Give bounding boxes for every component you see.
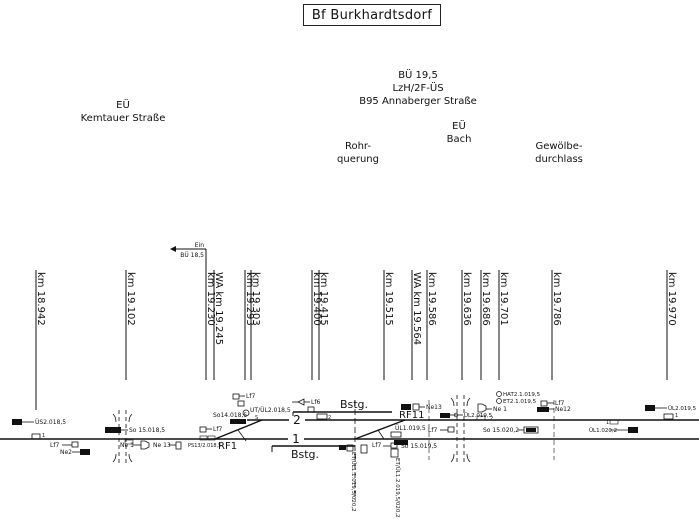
- station-title: Bf Burkhardtsdorf: [303, 4, 441, 26]
- signal-board-icon: [105, 427, 121, 433]
- structure-line: Rohr-: [344, 141, 372, 152]
- structure-gewoelbedurchlass: Gewölbe- durchlass: [535, 140, 583, 166]
- svg-text:1: 1: [675, 413, 678, 419]
- sign-lf7-a: Lf7: [50, 442, 59, 449]
- sign-us2: ÜS2.018,5: [35, 419, 66, 426]
- signal-board-icon: [12, 419, 22, 425]
- sign-ne12: Ne12: [555, 406, 571, 413]
- sign-et-ul2: ET/ÜL1.2.019,5/020,2: [394, 458, 401, 518]
- sign-lf7-b: Lf7: [213, 426, 222, 433]
- switch-rf1-diverge: [214, 419, 263, 440]
- svg-text:2: 2: [490, 416, 493, 422]
- structure-line: EÜ: [452, 121, 466, 132]
- svg-text:2: 2: [328, 415, 331, 421]
- km-marker-label: km 19.970: [666, 272, 677, 326]
- structure-rohrquerung: Rohr- querung: [337, 140, 379, 166]
- sign-ne2: Ne2: [60, 449, 72, 456]
- signals: ÜS2.018,5 1 So 15.018,5 Lf7 Ne2 Ne 1 Ne …: [12, 391, 697, 518]
- switch-rf11-diverge: [354, 419, 406, 440]
- km-marker-label: km 19.102: [125, 272, 136, 326]
- sign-ut-ul: UT/ÜL2.018,5: [250, 407, 291, 414]
- structure-line: EÜ: [116, 100, 130, 111]
- km-marker-label: km 19.303: [250, 272, 261, 326]
- km-marker-label: km 19.636: [461, 272, 472, 326]
- sign-so14: So14.018,5: [213, 412, 247, 419]
- sign-ne1-b: Ne 1: [493, 406, 507, 413]
- km-marker-label: WA km 19.245: [213, 272, 224, 345]
- structure-line: Kemtauer Straße: [80, 113, 166, 124]
- ein-marker: Ein BÜ 18,5: [170, 242, 207, 380]
- km-marker-label: km 19.415: [318, 272, 329, 326]
- structure-line: LzH/2F-ÜS: [392, 83, 444, 94]
- km-marker-label: km 18.942: [35, 272, 46, 326]
- km-marker-label: km 19.515: [383, 272, 394, 326]
- svg-text:1: 1: [42, 433, 45, 439]
- km-marker-label: km 19.400: [311, 272, 322, 326]
- km-marker-label: km 19.701: [498, 272, 509, 326]
- sign-lf7-f: Lf7: [428, 427, 437, 434]
- structure-line: BÜ 19,5: [398, 70, 438, 81]
- sign-ul1: ÜL1.019,5: [395, 425, 426, 432]
- sign-et-ul1: ET/ÜL1.1.019,5/020,2: [350, 452, 357, 512]
- ne1-icon: [477, 403, 487, 413]
- structure-line: Gewölbe-: [535, 141, 583, 152]
- structure-line: B95 Annaberger Straße: [359, 96, 477, 107]
- structure-line: durchlass: [535, 154, 583, 165]
- platform-lower-label: Bstg.: [291, 448, 319, 461]
- structure-bu-19-5: BÜ 19,5 LzH/2F-ÜS B95 Annaberger Straße: [359, 69, 477, 108]
- switch-rf11-label: RF11: [399, 410, 424, 421]
- km-marker-label: km 19.293: [244, 272, 255, 326]
- structure-line: querung: [337, 154, 379, 165]
- sign-lf7-e: Lf7: [555, 400, 564, 407]
- structure-eu-bach: EÜ Bach: [447, 120, 472, 146]
- km-marker-label: km 19.786: [551, 272, 562, 326]
- sign-hat: HAT2.1.019,5: [503, 392, 541, 398]
- sign-lf7-d: Lf7: [372, 442, 381, 449]
- km-marker-label: WA km 19.564: [411, 272, 422, 345]
- sign-so15-0185: So 15.018,5: [129, 427, 165, 434]
- sign-ne13-b: Ne13: [426, 404, 442, 411]
- sign-ul2-0195-right: ÜL2.019,5: [668, 405, 697, 412]
- bridge-bach-icon: [450, 395, 471, 465]
- sign-ps13: PS13/2.018,5: [188, 443, 221, 449]
- track-2-number: 2: [293, 413, 301, 427]
- svg-text:S: S: [255, 415, 258, 421]
- bridge-kemtauer-icon: [112, 410, 133, 465]
- km-marker-label: km 19.586: [426, 272, 437, 326]
- sign-lf6: Lf6: [311, 399, 320, 406]
- platform-upper-label: Bstg.: [340, 398, 368, 411]
- arrow-left-icon: [170, 246, 176, 252]
- sign-et2: ET2.1.019,5: [503, 399, 537, 405]
- sign-ul1-0202: ÜL1.020,2: [589, 427, 617, 434]
- sign-so15-0202: So 15.020,2: [483, 427, 519, 434]
- ein-bu-label: BÜ 18,5: [180, 252, 204, 259]
- signal-board-icon: [230, 419, 246, 424]
- structure-eu-kemtauer: EÜ Kemtauer Straße: [81, 99, 166, 125]
- sign-so15-0195: So 15.019,5: [401, 443, 437, 450]
- track-1-number: 1: [292, 432, 300, 446]
- structure-line: Bach: [446, 134, 472, 145]
- sign-ne13-a: Ne 13: [153, 442, 171, 449]
- sign-ne1-a: Ne 1: [120, 442, 134, 449]
- km-marker-label: km 19.686: [480, 272, 491, 326]
- lf6-icon: [297, 398, 305, 406]
- km-marker-label: km 19.230: [205, 272, 216, 326]
- svg-text:1: 1: [606, 420, 609, 426]
- switch-rf1-label: RF1: [218, 441, 237, 452]
- sign-lf7-c: Lf7: [246, 393, 255, 400]
- sign-ul2-0195: ÜL2.019,5: [464, 412, 493, 419]
- ein-label: Ein: [195, 242, 204, 249]
- ne1-icon: [140, 440, 150, 450]
